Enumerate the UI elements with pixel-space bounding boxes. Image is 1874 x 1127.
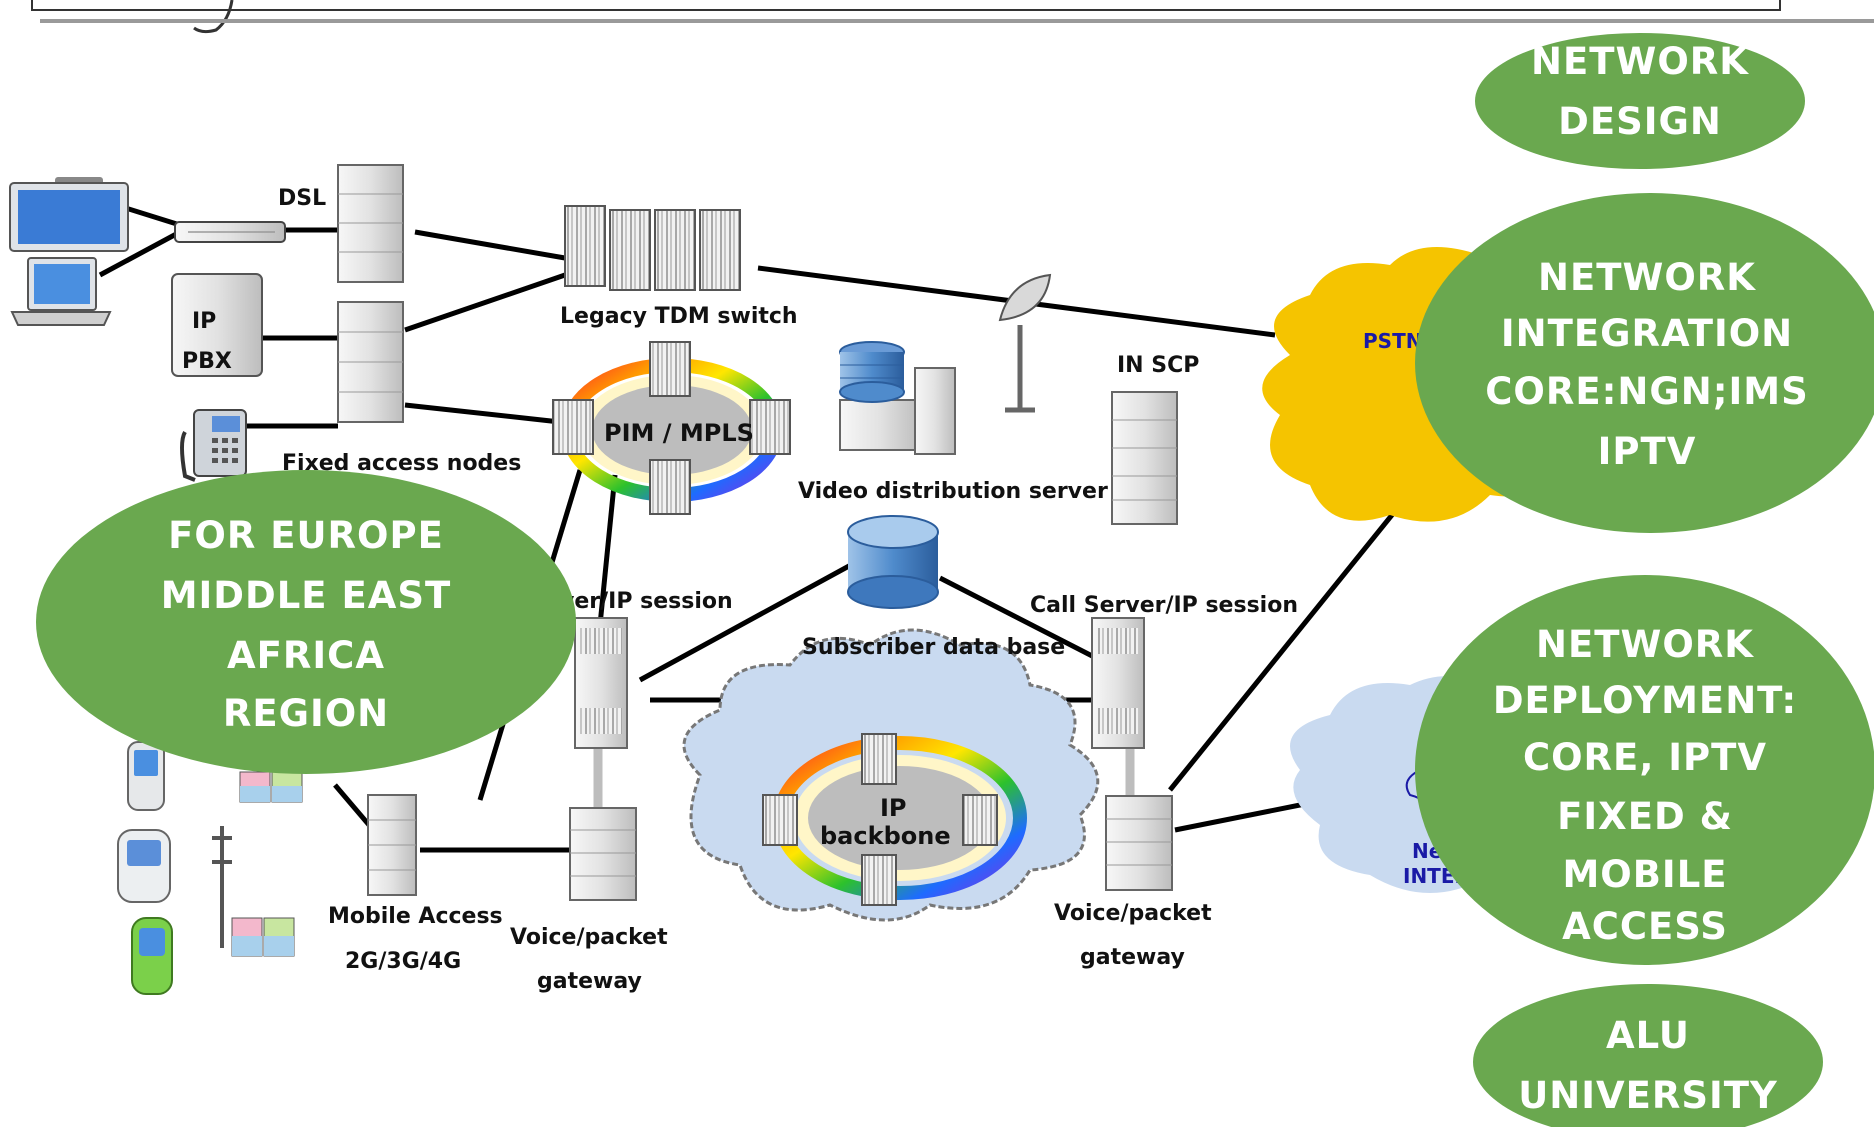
ip-pbx-icon	[171, 273, 263, 377]
mobile-phone-icon	[127, 741, 165, 811]
oval-emea-line2: MIDDLE EAST	[161, 574, 452, 617]
oval-emea-region: FOR EUROPE MIDDLE EAST AFRICA REGION	[36, 470, 576, 774]
oval-network-deployment-line3: CORE, IPTV	[1523, 736, 1767, 779]
dsl-modem-icon	[174, 221, 286, 243]
call-server-right-label: Call Server/IP session	[1030, 593, 1298, 618]
legacy-tdm-switch-icon	[564, 205, 741, 291]
in-scp-label: IN SCP	[1117, 353, 1199, 378]
oval-network-integration-line3: CORE:NGN;IMS	[1485, 370, 1809, 413]
voice-packet-gateway-left-label-line1: Voice/packet	[510, 925, 668, 950]
voice-packet-gateway-right-label-line2: gateway	[1080, 945, 1185, 970]
oval-network-deployment-line1: NETWORK	[1536, 623, 1754, 666]
laptop-icon	[10, 257, 112, 326]
ip-pbx-label-line2: PBX	[182, 349, 232, 374]
desk-phone-icon	[180, 409, 247, 482]
mobile-access-label-line1: Mobile Access	[328, 904, 503, 929]
call-server-left-label: ver/IP session	[560, 589, 733, 614]
oval-network-design: NETWORK DESIGN	[1475, 33, 1805, 169]
ip-backbone-label-line1: IP	[880, 794, 907, 822]
mobile-access-server	[367, 794, 417, 896]
oval-network-deployment-line4: FIXED &	[1557, 795, 1733, 838]
legacy-tdm-switch-label: Legacy TDM switch	[560, 304, 798, 329]
pim-mpls-label: PIM / MPLS	[604, 419, 754, 447]
ip-backbone-label-line2: backbone	[820, 822, 951, 850]
oval-emea-line4: REGION	[223, 692, 389, 735]
green-phone-icon	[131, 917, 173, 995]
pim-mpls-ring	[552, 341, 791, 515]
video-server-icon	[839, 341, 956, 455]
ip-backbone-cloud	[682, 628, 1100, 922]
oval-alu-university-line1: ALU	[1606, 1014, 1690, 1057]
oval-network-integration: NETWORK INTEGRATION CORE:NGN;IMS IPTV	[1415, 193, 1874, 533]
ip-pbx-label-line1: IP	[192, 309, 216, 334]
oval-network-integration-line4: IPTV	[1598, 430, 1697, 473]
voice-packet-gateway-right	[1105, 795, 1173, 891]
video-distribution-server-label: Video distribution server	[798, 479, 1108, 504]
oval-network-design-line1: NETWORK	[1531, 40, 1749, 83]
radio-base-station-icon-1	[239, 771, 303, 803]
voice-packet-gateway-left-label-line2: gateway	[537, 969, 642, 994]
dsl-label: DSL	[278, 186, 326, 211]
voice-packet-gateway-left	[569, 807, 637, 901]
pstn-label: PSTN	[1363, 329, 1422, 353]
mobile-access-label-line2: 2G/3G/4G	[345, 949, 461, 974]
oval-emea-line3: AFRICA	[227, 634, 385, 677]
oval-network-integration-line2: INTEGRATION	[1501, 312, 1793, 355]
voice-packet-gateway-right-label-line1: Voice/packet	[1054, 901, 1212, 926]
subscriber-database-label: Subscriber data base	[802, 635, 1065, 660]
radio-base-station-icon-2	[212, 826, 295, 957]
oval-network-deployment-line5: MOBILE	[1562, 853, 1727, 896]
oval-alu-university: ALU UNIVERSITY	[1473, 984, 1823, 1127]
in-scp-server	[1111, 391, 1178, 525]
call-server-right	[1091, 617, 1145, 749]
oval-network-integration-line1: NETWORK	[1538, 256, 1756, 299]
desktop-monitor-icon	[9, 177, 129, 252]
fixed-access-node-1	[337, 164, 404, 283]
subscriber-database-icon	[847, 515, 939, 609]
call-server-left	[574, 617, 628, 749]
oval-alu-university-line2: UNIVERSITY	[1518, 1074, 1778, 1117]
oval-network-deployment-line2: DEPLOYMENT:	[1493, 679, 1797, 722]
header-bar	[31, 0, 1874, 34]
fixed-access-node-2	[337, 301, 404, 423]
satellite-dish-icon	[998, 273, 1052, 413]
oval-network-design-line2: DESIGN	[1558, 100, 1722, 143]
oval-emea-line1: FOR EUROPE	[168, 514, 444, 557]
smartphone-icon	[117, 829, 171, 903]
oval-network-deployment-line6: ACCESS	[1562, 905, 1728, 948]
oval-network-deployment: NETWORK DEPLOYMENT: CORE, IPTV FIXED & M…	[1415, 575, 1874, 965]
